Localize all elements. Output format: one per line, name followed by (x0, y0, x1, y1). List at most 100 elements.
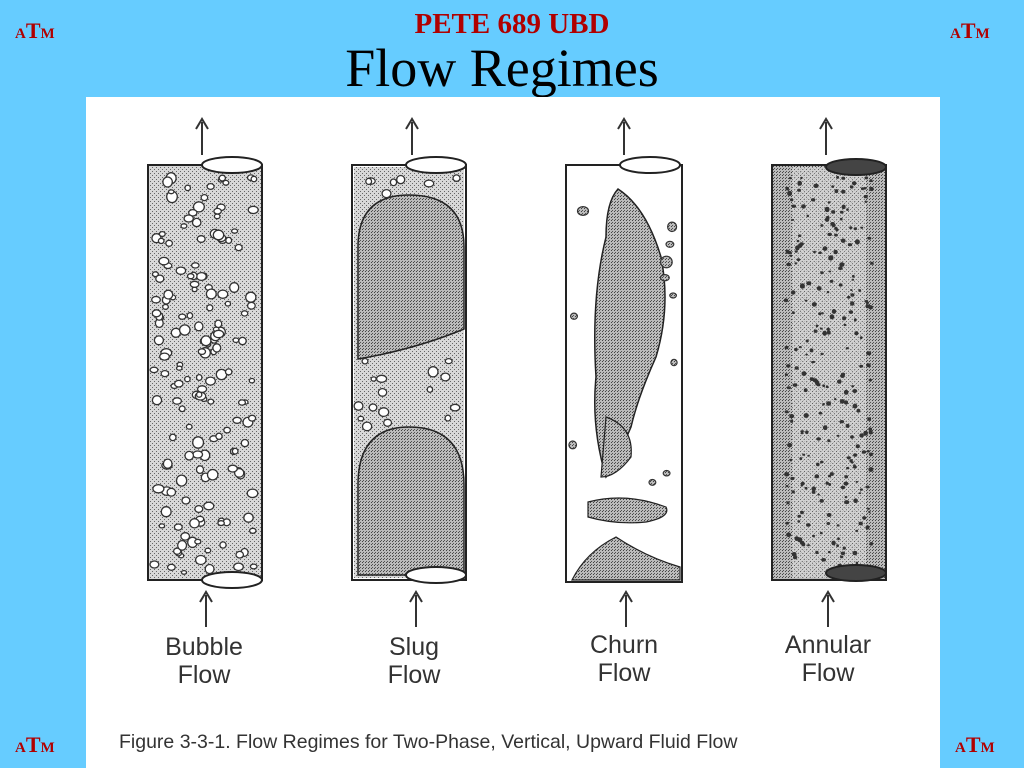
texture-mark (662, 469, 671, 477)
texture-mark (850, 293, 855, 297)
texture-mark (237, 399, 247, 406)
texture-mark (660, 255, 673, 269)
texture-mark (173, 523, 183, 531)
texture-mark (816, 462, 820, 467)
texture-mark (175, 266, 187, 275)
texture-mark (180, 569, 188, 575)
texture-mark (849, 459, 853, 463)
churn-gas-slug (571, 536, 681, 581)
texture-mark (180, 532, 191, 541)
texture-mark (396, 174, 406, 185)
regime-label-line1: Churn (589, 631, 659, 659)
course-header: PETE 689 UBD (414, 8, 610, 40)
texture-mark (192, 201, 205, 213)
texture-mark (855, 444, 860, 449)
texture-mark (826, 522, 831, 525)
texture-mark (831, 309, 837, 314)
texture-mark (189, 518, 200, 529)
texture-mark (812, 378, 818, 383)
texture-mark (427, 366, 439, 378)
texture-mark (833, 249, 838, 255)
atm-logo-bottom-left: ATM (15, 732, 55, 758)
texture-mark (838, 283, 843, 287)
texture-mark (805, 353, 808, 356)
texture-mark (831, 185, 835, 188)
texture-mark (868, 510, 871, 514)
texture-mark (811, 302, 817, 307)
texture-mark (206, 304, 214, 312)
texture-mark (836, 175, 840, 179)
texture-mark (811, 490, 816, 494)
texture-mark (195, 373, 203, 382)
texture-mark (786, 364, 791, 368)
texture-mark (826, 513, 832, 517)
texture-mark (165, 239, 174, 247)
texture-mark (175, 474, 188, 487)
texture-mark (853, 227, 857, 231)
texture-mark (866, 363, 871, 368)
texture-mark (172, 397, 183, 405)
texture-mark (792, 383, 798, 387)
texture-mark (805, 430, 809, 435)
texture-mark (839, 217, 843, 221)
texture-mark (855, 561, 859, 565)
texture-mark (836, 544, 839, 548)
texture-mark (212, 329, 225, 339)
texture-mark (797, 243, 803, 248)
texture-mark (858, 492, 862, 495)
texture-mark (800, 431, 804, 435)
texture-mark (841, 189, 846, 194)
texture-mark (152, 484, 165, 494)
atm-logo-top-left: ATM (15, 18, 55, 44)
texture-mark (826, 330, 831, 335)
texture-mark (149, 366, 159, 374)
texture-mark (370, 376, 377, 382)
texture-mark (821, 558, 827, 562)
texture-mark (869, 186, 874, 192)
regime-label-line2: Flow (177, 661, 231, 689)
texture-mark (178, 313, 187, 320)
texture-mark (844, 496, 848, 499)
texture-mark (820, 271, 824, 275)
texture-mark (799, 283, 805, 289)
texture-mark (840, 372, 846, 376)
taylor-bubble (357, 194, 465, 360)
regime-label-line1: Annular (784, 631, 872, 659)
texture-mark (790, 198, 794, 202)
texture-mark (195, 271, 207, 282)
texture-mark (865, 525, 870, 530)
texture-mark (184, 184, 192, 192)
texture-mark (844, 500, 850, 505)
texture-mark (811, 486, 816, 492)
texture-mark (868, 467, 874, 472)
texture-mark (243, 512, 254, 523)
texture-mark (785, 249, 790, 253)
texture-mark (786, 501, 790, 505)
texture-mark (444, 414, 452, 422)
flow-regimes-figure: Bubble Flow Slug Flow Churn Flow Annular… (86, 97, 940, 768)
texture-mark (829, 314, 835, 320)
entrained-droplets (783, 175, 874, 568)
texture-mark (815, 550, 819, 555)
texture-mark (803, 388, 808, 393)
texture-mark (845, 347, 849, 350)
texture-mark (785, 521, 790, 525)
texture-mark (819, 327, 823, 330)
texture-mark (180, 223, 188, 229)
texture-mark (206, 182, 215, 191)
texture-mark (840, 555, 844, 559)
texture-mark (846, 466, 850, 470)
texture-mark (851, 385, 855, 388)
texture-mark (806, 523, 811, 527)
texture-mark (806, 281, 812, 286)
texture-mark (860, 187, 865, 191)
texture-mark (440, 372, 451, 382)
texture-mark (167, 189, 175, 195)
texture-mark (368, 403, 378, 412)
texture-mark (794, 250, 798, 253)
texture-mark (790, 290, 796, 295)
texture-mark (799, 457, 803, 461)
logo-letter-m: M (980, 740, 995, 756)
texture-mark (163, 289, 174, 300)
texture-mark (785, 186, 789, 191)
